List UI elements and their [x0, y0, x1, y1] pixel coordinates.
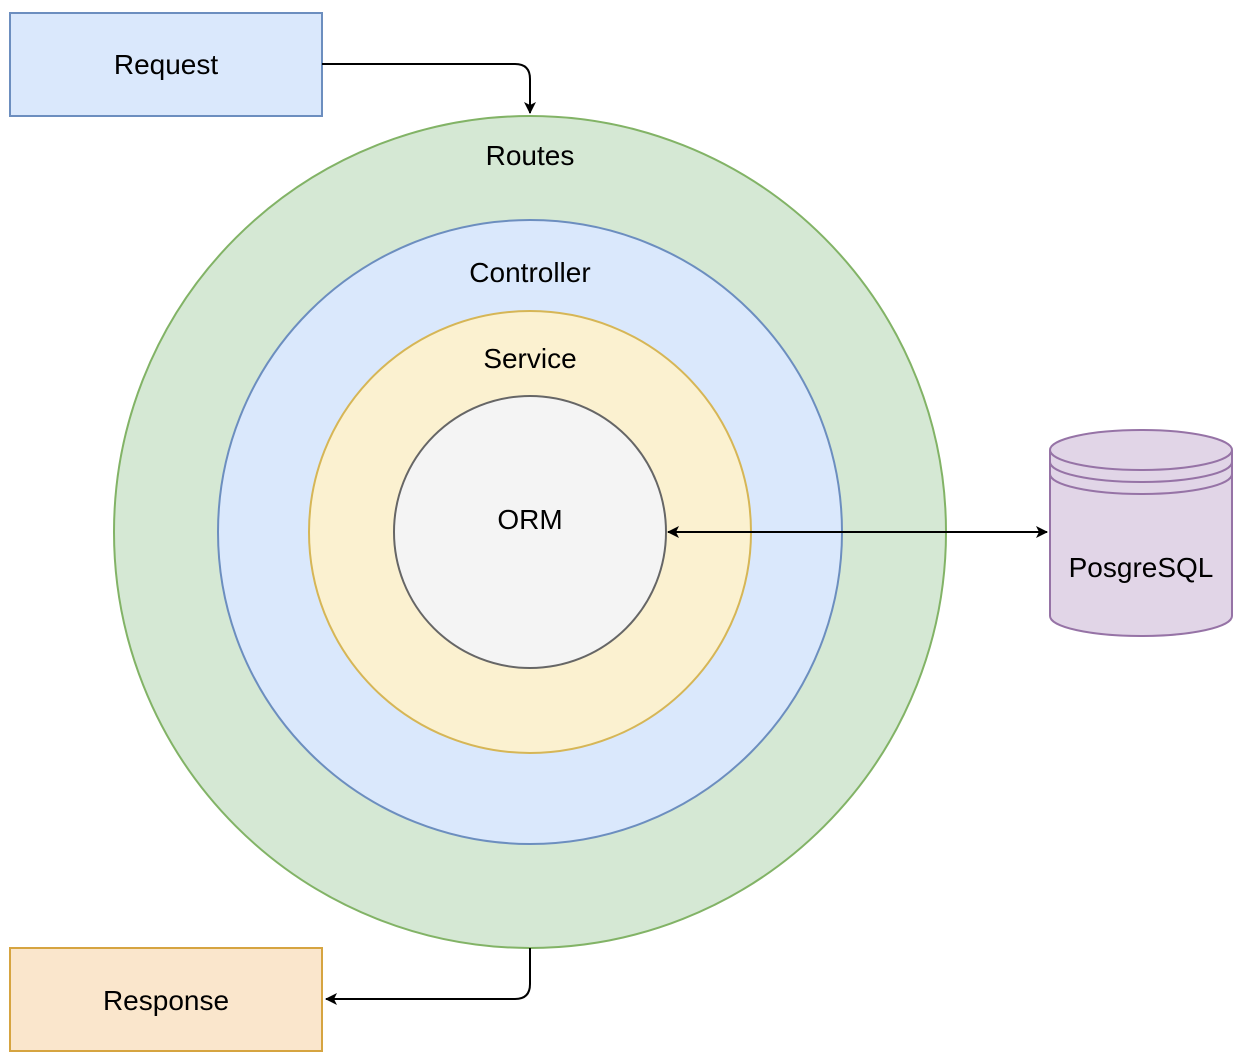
request-box	[9, 12, 323, 117]
database-node: PosgreSQL	[1049, 429, 1233, 637]
edge-request-to-routes	[322, 63, 536, 114]
orm-circle	[393, 395, 667, 669]
request-label: Request	[114, 49, 219, 80]
orm-label: ORM	[497, 504, 562, 535]
orm-layer: ORM	[393, 395, 667, 669]
database-ring-1	[1049, 461, 1233, 483]
database-ring-2	[1049, 473, 1233, 495]
controller-label: Controller	[469, 257, 590, 288]
response-label: Response	[103, 985, 229, 1016]
database-cylinder-body	[1049, 450, 1233, 637]
edge-routes-to-response	[325, 948, 531, 1005]
response-node: Response	[9, 947, 323, 1052]
database-cylinder-top	[1049, 429, 1233, 471]
database-label: PosgreSQL	[1069, 552, 1214, 583]
service-label: Service	[483, 343, 576, 374]
response-box	[9, 947, 323, 1052]
routes-label: Routes	[486, 140, 575, 171]
request-node: Request	[9, 12, 323, 117]
